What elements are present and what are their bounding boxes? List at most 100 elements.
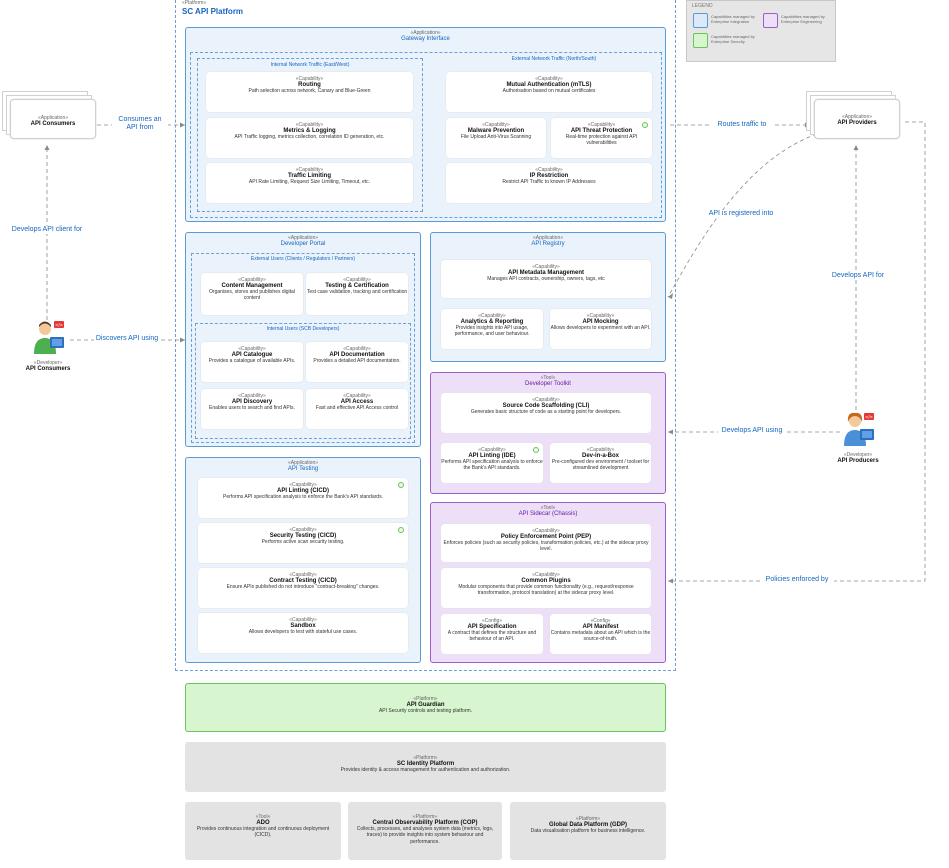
cap-common-plugins[interactable]: «Capability» Common Plugins Modular comp… — [441, 568, 651, 608]
sc-identity-platform[interactable]: «Platform» SC Identity Platform Provides… — [185, 742, 666, 792]
arrow-develops-client — [44, 145, 50, 150]
cap-traffic-limiting[interactable]: «Capability» Traffic Limiting API Rate L… — [206, 163, 413, 203]
cap-security-testing[interactable]: «Capability» Security Testing (CICD) Per… — [198, 523, 408, 563]
cap-title: API Mocking — [582, 319, 619, 325]
cap-source-code-scaffolding[interactable]: «Capability» Source Code Scaffolding (CL… — [441, 393, 651, 433]
cap-stereotype: «Capability» — [238, 393, 266, 399]
cap-sandbox[interactable]: «Capability» Sandbox Allows developers t… — [198, 613, 408, 653]
cap-content-management[interactable]: «Capability» Content Management Organise… — [201, 273, 303, 315]
config-desc: A contract that defines the structure an… — [447, 630, 537, 643]
cap-desc: Provides a catalogue of available APIs. — [208, 358, 296, 364]
cap-api-linting-ide[interactable]: «Capability» API Linting (IDE) Performs … — [441, 443, 543, 483]
cap-desc: Performs active scan security testing. — [261, 539, 345, 545]
cap-stereotype: «Capability» — [289, 572, 317, 578]
guardian-stereotype: «Platform» — [413, 696, 438, 702]
cap-desc: Manages API contracts, ownership, owners… — [487, 276, 605, 282]
cap-routing[interactable]: «Capability» Routing Path selection acro… — [206, 72, 413, 112]
developer-toolkit[interactable]: «Tool» Developer Toolkit «Capability» So… — [430, 372, 666, 494]
config-stereotype: «Config» — [481, 618, 502, 624]
cap-title: Security Testing (CICD) — [269, 533, 337, 539]
registry-title: API Registry — [531, 241, 565, 247]
sidecar-title: API Sidecar (Chassis) — [518, 511, 578, 517]
cap-api-linting-cicd[interactable]: «Capability» API Linting (CICD) Performs… — [198, 478, 408, 518]
cap-malware-prevention[interactable]: «Capability» Malware Prevention File Upl… — [446, 118, 546, 158]
cap-api-threat-protection[interactable]: «Capability» API Threat Protection Real-… — [551, 118, 652, 158]
cap-api-documentation[interactable]: «Capability» API Documentation Provides … — [306, 342, 408, 382]
cap-title: Policy Enforcement Point (PEP) — [500, 534, 592, 540]
api-sidecar[interactable]: «Tool» API Sidecar (Chassis) «Capability… — [430, 502, 666, 663]
cap-title: Source Code Scaffolding (CLI) — [502, 403, 590, 409]
producer-developer-title: API Producers — [837, 458, 879, 464]
cap-api-mocking[interactable]: «Capability» API Mocking Allows develope… — [550, 309, 651, 349]
edge-label-develops-client: Develops API client for — [6, 226, 88, 235]
edge-label-develops-using: Develops API using — [718, 427, 786, 436]
cap-metrics-logging[interactable]: «Capability» Metrics & Logging API Traff… — [206, 118, 413, 158]
arrow-discovers — [180, 337, 185, 343]
cap-desc: Enables users to search and find APIs. — [209, 405, 295, 411]
api-consumers-app[interactable]: «Application» API Consumers — [10, 99, 96, 139]
api-providers-app[interactable]: «Application» API Providers — [814, 99, 900, 139]
edge-registered — [667, 129, 831, 298]
developer-portal[interactable]: «Application» Developer Portal External … — [185, 232, 421, 447]
security-managed-indicator — [398, 527, 404, 533]
cap-stereotype: «Capability» — [289, 482, 317, 488]
identity-stereotype: «Platform» — [413, 755, 438, 761]
cap-stereotype: «Capability» — [532, 528, 560, 534]
cap-api-metadata-management[interactable]: «Capability» API Metadata Management Man… — [441, 260, 651, 298]
cap-contract-testing[interactable]: «Capability» Contract Testing (CICD) Ens… — [198, 568, 408, 608]
producer-developer[interactable]: </> «Developer» API Producers — [828, 410, 888, 472]
api-testing[interactable]: «Application» API Testing «Capability» A… — [185, 457, 421, 663]
guardian-desc: API Security controls and testing platfo… — [378, 708, 473, 714]
edge-label-registered: API is registered into — [704, 210, 778, 219]
cap-api-access[interactable]: «Capability» API Access Fast and effecti… — [306, 389, 408, 429]
edge-label-policies: Policies enforced by — [760, 576, 834, 585]
cap-policy-enforcement-point[interactable]: «Capability» Policy Enforcement Point (P… — [441, 524, 651, 562]
cap-dev-in-a-box[interactable]: «Capability» Dev-in-a-Box Pre-configured… — [550, 443, 651, 483]
cap-desc: Organises, stores and publishes digital … — [209, 289, 295, 302]
cap-title: Sandbox — [290, 623, 316, 629]
cap-stereotype: «Capability» — [343, 277, 371, 283]
svg-text:</>: </> — [55, 323, 63, 328]
gateway-interface[interactable]: «Application» Gateway Interface Internal… — [185, 27, 666, 222]
ado-desc: Provides continuous integration and cont… — [196, 826, 330, 839]
cap-analytics-reporting[interactable]: «Capability» Analytics & Reporting Provi… — [441, 309, 543, 349]
cap-title: API Catalogue — [231, 352, 273, 358]
legend-label-security: Capabilities managed by Enterprise Secur… — [711, 34, 755, 44]
registry-stereotype: «Application» — [532, 235, 564, 241]
cap-title: Testing & Certification — [325, 283, 389, 289]
gdp-stereotype: «Platform» — [575, 816, 601, 822]
central-observability-platform[interactable]: «Platform» Central Observability Platfor… — [348, 802, 502, 860]
cap-desc: API Traffic logging, metrics collection,… — [234, 134, 385, 140]
api-guardian[interactable]: «Platform» API Guardian API Security con… — [185, 683, 666, 732]
gateway-title: Gateway Interface — [401, 36, 450, 42]
cap-api-discovery[interactable]: «Capability» API Discovery Enables users… — [201, 389, 303, 429]
api-registry[interactable]: «Application» API Registry «Capability» … — [430, 232, 666, 362]
ado-tool[interactable]: «Tool» ADO Provides continuous integrati… — [185, 802, 341, 860]
identity-title: SC Identity Platform — [396, 761, 455, 767]
cap-ip-restriction[interactable]: «Capability» IP Restriction Restrict API… — [446, 163, 652, 203]
global-data-platform[interactable]: «Platform» Global Data Platform (GDP) Da… — [510, 802, 666, 860]
cap-desc: Generates basic structure of code as a s… — [470, 409, 622, 415]
consumer-developer[interactable]: </> «Developer» API Consumers — [18, 318, 78, 380]
config-api-manifest[interactable]: «Config» API Manifest Contains metadata … — [550, 614, 651, 654]
cop-desc: Collects, processes, and analyses system… — [356, 826, 494, 845]
security-managed-indicator — [533, 447, 539, 453]
cap-desc: Performs API specification analysis to e… — [223, 494, 383, 500]
cap-stereotype: «Capability» — [295, 167, 324, 173]
cap-stereotype: «Capability» — [532, 572, 560, 578]
cap-api-catalogue[interactable]: «Capability» API Catalogue Provides a ca… — [201, 342, 303, 382]
cap-desc: Allows developers to test with stateful … — [248, 629, 358, 635]
providers-app-title: API Providers — [837, 120, 877, 126]
cap-mutual-authentication[interactable]: «Capability» Mutual Authentication (mTLS… — [446, 72, 652, 112]
config-title: API Specification — [467, 624, 517, 630]
legend-label-integration: Capabilities managed by Enterprise Integ… — [711, 14, 755, 24]
cap-desc: Fast and effective API Access control — [315, 405, 399, 411]
cap-testing-certification[interactable]: «Capability» Testing & Certification Tes… — [306, 273, 408, 315]
cap-title: Analytics & Reporting — [460, 319, 524, 325]
portal-stereotype: «Application» — [287, 235, 319, 241]
config-api-specification[interactable]: «Config» API Specification A contract th… — [441, 614, 543, 654]
platform-stereotype: «Platform» — [182, 0, 207, 6]
gateway-outer-zone — [190, 52, 662, 218]
legend-title: LEGEND — [692, 3, 713, 9]
cap-title: IP Restriction — [529, 173, 569, 179]
